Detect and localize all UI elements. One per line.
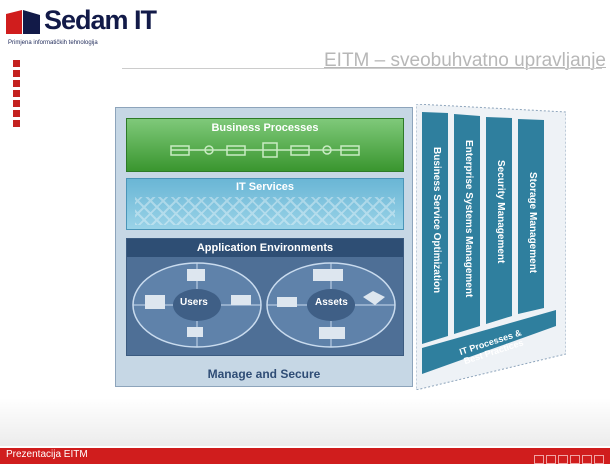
application-environments-header bbox=[127, 239, 403, 257]
footer-label: Prezentacija EITM bbox=[6, 449, 88, 460]
logo-name: Sedam IT bbox=[44, 5, 157, 35]
it-services-label: IT Services bbox=[235, 181, 295, 193]
business-processes-label: Business Processes bbox=[211, 122, 319, 134]
column-business-service-optimization: Business Service Optimization bbox=[431, 147, 442, 294]
application-environments-box bbox=[126, 238, 404, 356]
footer-decoration bbox=[532, 451, 604, 464]
bottom-band bbox=[0, 398, 610, 446]
services-pattern bbox=[135, 197, 395, 225]
environment-rings-icon bbox=[132, 262, 396, 348]
footer-bar: Prezentacija EITM bbox=[0, 448, 610, 464]
application-environments-label: Application Environments bbox=[196, 242, 334, 254]
logo-tagline: Primjena informatičkih tehnologija bbox=[8, 40, 98, 46]
users-label: Users bbox=[180, 297, 208, 308]
column-storage-management: Storage Management bbox=[527, 172, 538, 274]
column-enterprise-systems-management: Enterprise Systems Management bbox=[463, 140, 474, 298]
title-underline bbox=[122, 68, 602, 69]
assets-label: Assets bbox=[315, 297, 348, 308]
business-processes-bar bbox=[126, 118, 404, 172]
sedam-it-logo-icon bbox=[6, 10, 40, 34]
process-flow-icon bbox=[170, 142, 360, 158]
manage-and-secure-label: Manage and Secure bbox=[207, 367, 321, 381]
column-security-management: Security Management bbox=[495, 160, 506, 264]
side-decoration bbox=[13, 60, 21, 130]
it-services-bar bbox=[126, 178, 404, 230]
management-columns-graphic bbox=[416, 104, 566, 390]
slide-title: EITM – sveobuhvatno upravljanje bbox=[324, 50, 606, 71]
